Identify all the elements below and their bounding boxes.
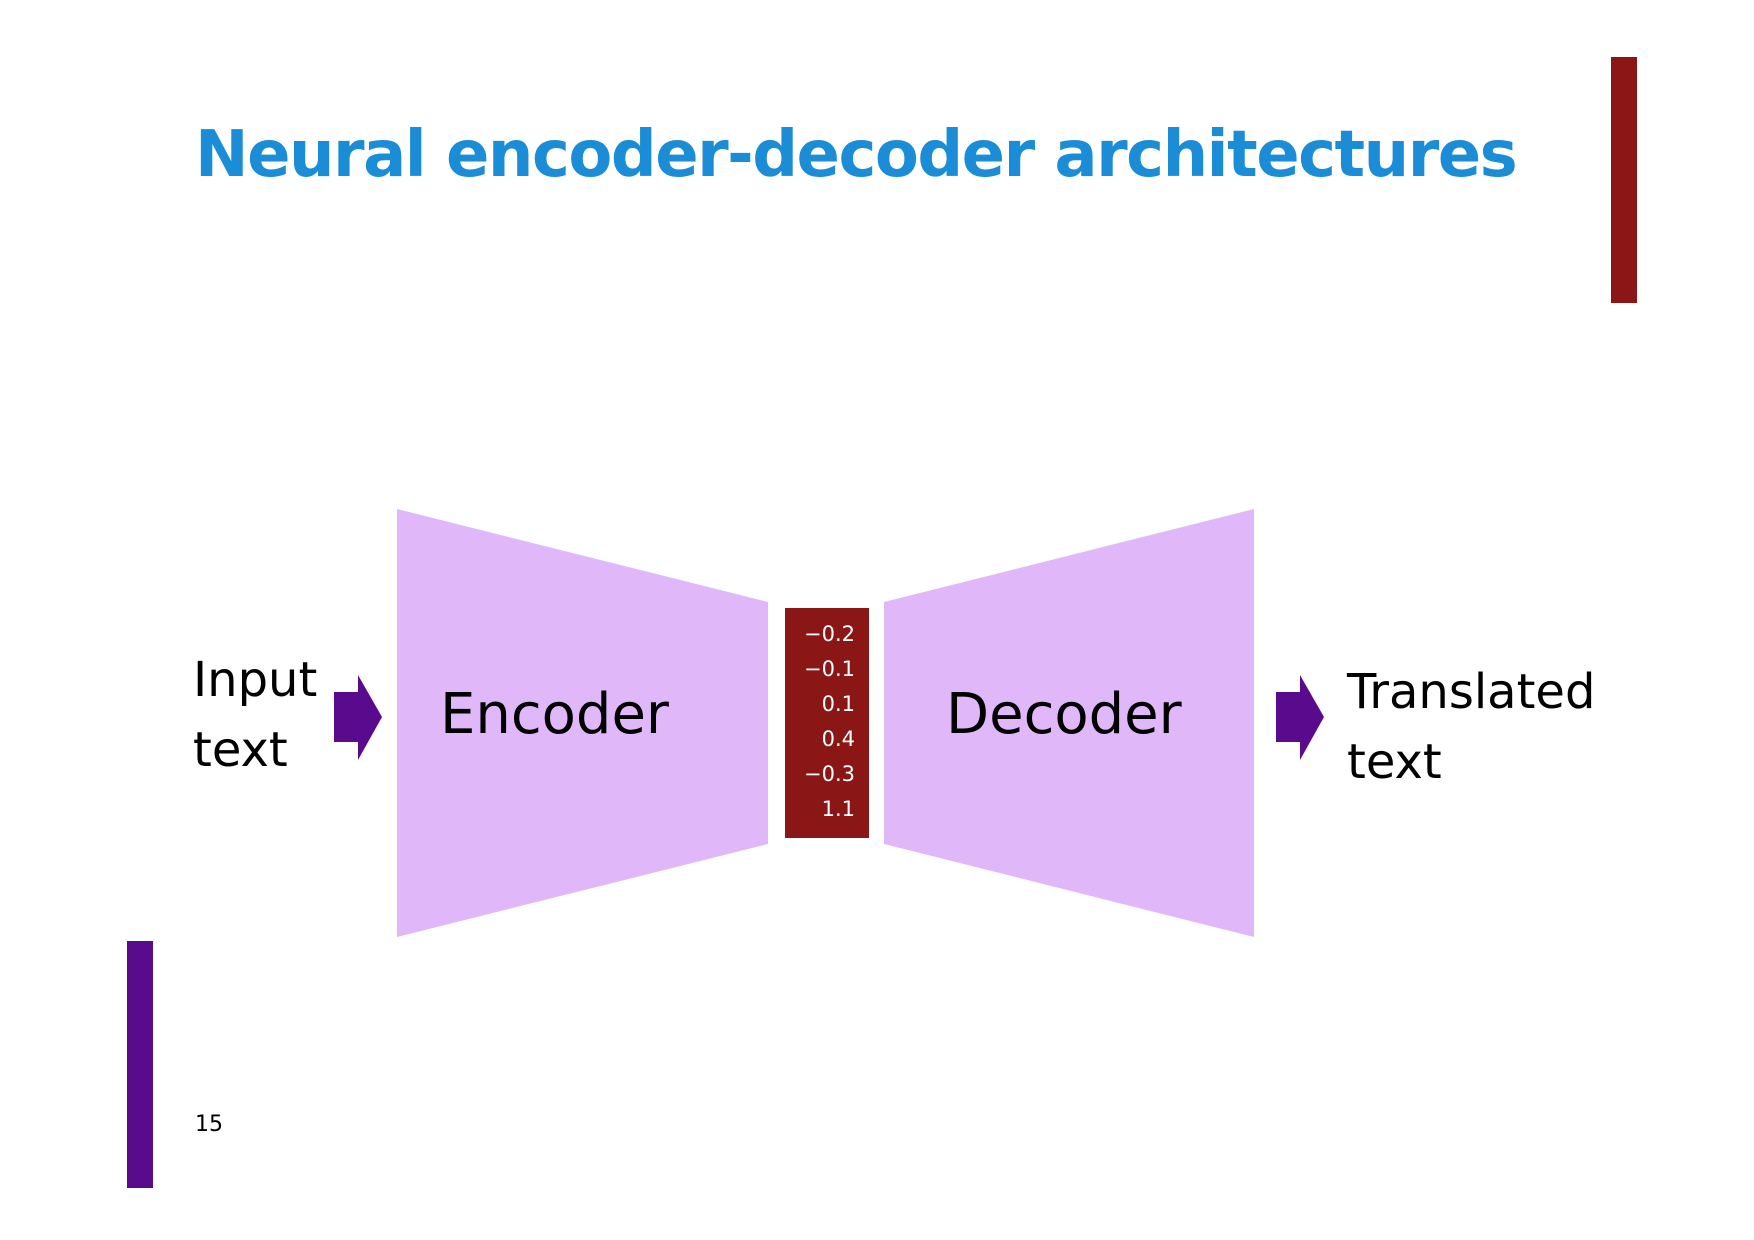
page-number: 15	[195, 1112, 223, 1137]
encoder-block	[397, 509, 768, 937]
input-arrow-icon	[334, 675, 382, 760]
input-text-label: Input text	[193, 645, 317, 785]
output-label-line2: text	[1347, 734, 1442, 790]
vector-value: 1.1	[821, 797, 855, 821]
decorative-red-bar	[1611, 57, 1637, 303]
vector-value: 0.4	[821, 727, 855, 751]
input-label-line2: text	[193, 722, 288, 778]
vector-value: 0.1	[821, 692, 855, 716]
decoder-block	[884, 509, 1254, 937]
decoder-label: Decoder	[946, 682, 1182, 747]
input-label-line1: Input	[193, 652, 318, 708]
slide-title: Neural encoder-decoder architectures	[195, 118, 1518, 192]
output-arrow-icon	[1276, 675, 1324, 760]
context-vector: −0.2 −0.1 0.1 0.4 −0.3 1.1	[785, 608, 869, 838]
output-label-line1: Translated	[1347, 664, 1596, 720]
output-text-label: Translated text	[1347, 657, 1595, 797]
decorative-purple-bar	[127, 941, 153, 1188]
vector-value: −0.3	[804, 762, 855, 786]
vector-value: −0.1	[804, 657, 855, 681]
encoder-label: Encoder	[440, 682, 669, 747]
vector-value: −0.2	[804, 622, 855, 646]
